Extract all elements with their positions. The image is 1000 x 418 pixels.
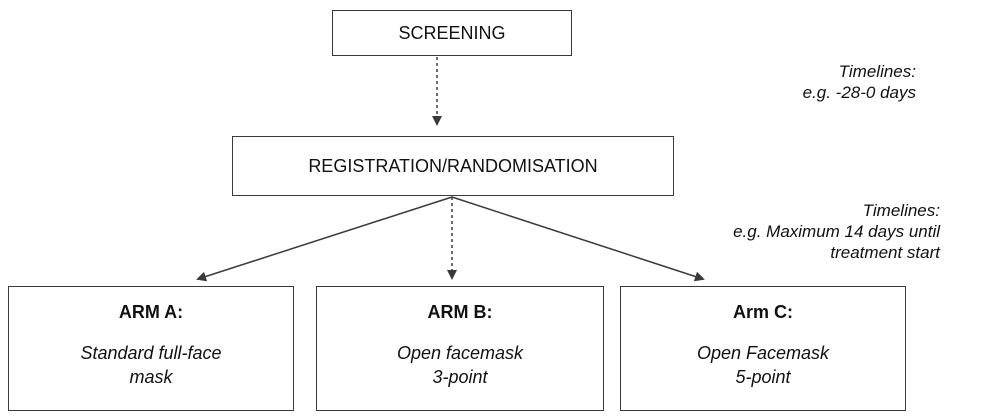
arm-b-description: Open facemask 3-point: [396, 343, 524, 387]
registration-label: REGISTRATION/RANDOMISATION: [308, 155, 598, 176]
arm-a-description: Standard full-face mask: [80, 343, 222, 387]
arrow-registration-to-arm-c: [451, 196, 705, 282]
arm-a-box: ARM A: Standard full-face mask: [8, 286, 294, 411]
arm-b-box: ARM B: Open facemask 3-point: [316, 286, 604, 411]
timeline-note-treatment: Timelines: e.g. Maximum 14 days until tr…: [733, 201, 940, 262]
timeline-note-screening: Timelines: e.g. -28-0 days: [802, 62, 916, 102]
screening-box: SCREENING: [332, 10, 572, 56]
arm-c-title: Arm C:: [732, 302, 793, 322]
arm-a-title: ARM A:: [118, 302, 184, 322]
registration-randomisation-box: REGISTRATION/RANDOMISATION: [232, 136, 674, 196]
arm-c-box: Arm C: Open Facemask 5-point: [620, 286, 906, 411]
screening-label: SCREENING: [398, 22, 506, 43]
arm-b-title: ARM B:: [427, 302, 493, 322]
arrow-registration-to-arm-a: [196, 196, 453, 282]
arm-c-description: Open Facemask 5-point: [696, 343, 830, 387]
